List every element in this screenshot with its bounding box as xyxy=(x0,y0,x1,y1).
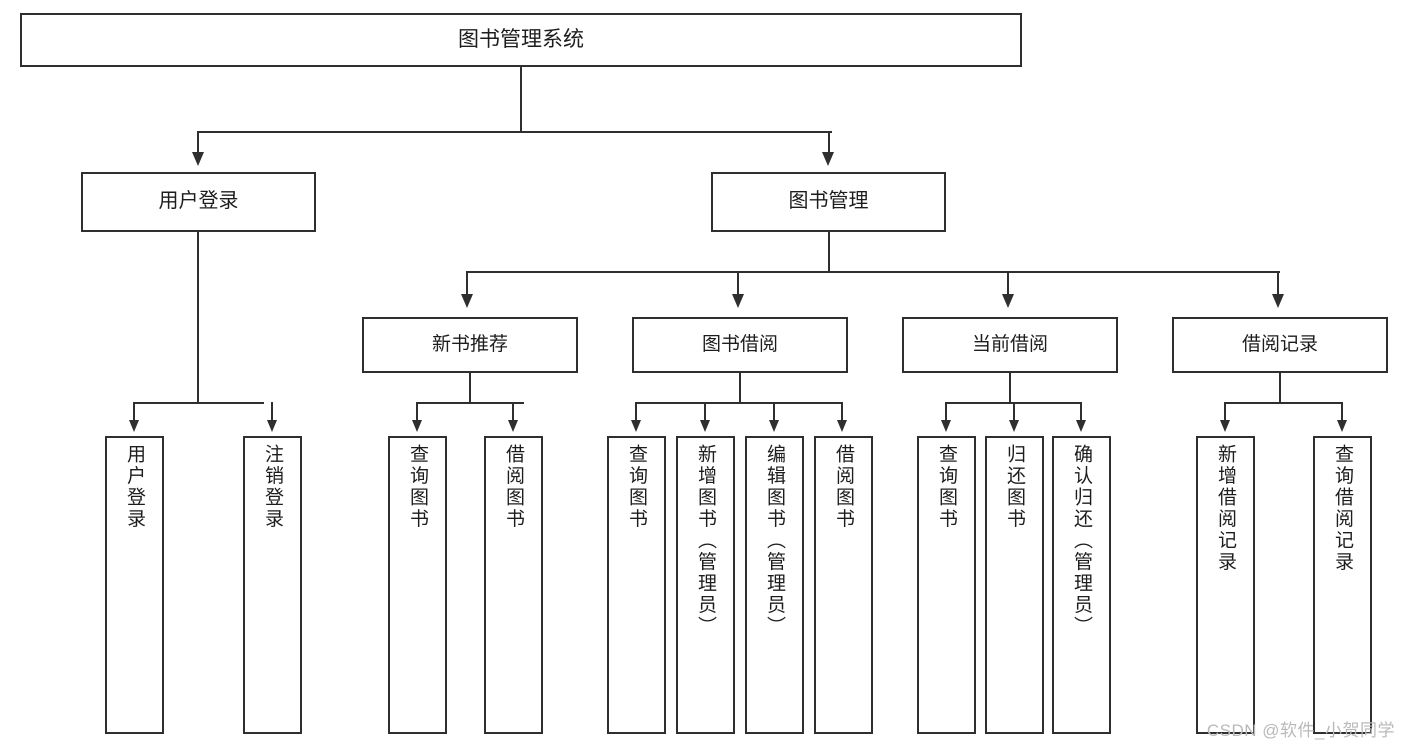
arrow-leaf-bb-3 xyxy=(768,420,779,432)
edge-drop-leaf-newbook-2 xyxy=(512,402,515,424)
leaf-label: 新增借阅记录 xyxy=(1215,444,1236,573)
edge-borrow-record-stem xyxy=(1279,373,1282,404)
node-label: 用户登录 xyxy=(158,190,239,213)
leaf-borrowrecord-query-record[interactable]: 查询借阅记录 xyxy=(1313,436,1372,734)
edge-drop-leaf-bb-4 xyxy=(841,402,844,424)
node-book-borrow[interactable]: 图书借阅 xyxy=(632,317,848,373)
edge-drop-leaf-cb-1 xyxy=(945,402,948,424)
edge-user-login-bus xyxy=(133,402,264,405)
arrow-leaf-user-login-2 xyxy=(266,420,277,432)
leaf-label: 新增图书（管理员） xyxy=(695,444,716,638)
edge-drop-leaf-user-login-2 xyxy=(271,402,274,424)
edge-drop-leaf-bb-2 xyxy=(704,402,707,424)
node-label: 新书推荐 xyxy=(431,333,508,355)
edge-drop-leaf-br-1 xyxy=(1224,402,1227,424)
arrow-current-borrow xyxy=(1001,294,1014,308)
leaf-currentborrow-query-book[interactable]: 查询图书 xyxy=(917,436,976,734)
edge-level2-bus xyxy=(466,271,1280,274)
edge-drop-current-borrow xyxy=(1007,271,1010,297)
leaf-user-login-login[interactable]: 用户登录 xyxy=(105,436,164,734)
leaf-bookborrow-add-book[interactable]: 新增图书（管理员） xyxy=(676,436,735,734)
edge-new-book-bus xyxy=(416,402,524,405)
edge-drop-new-book xyxy=(466,271,469,297)
edge-current-borrow-stem xyxy=(1009,373,1012,404)
node-root-system[interactable]: 图书管理系统 xyxy=(20,13,1022,67)
edge-new-book-stem xyxy=(469,373,472,404)
arrow-leaf-bb-1 xyxy=(630,420,641,432)
leaf-label: 查询图书 xyxy=(936,444,957,530)
leaf-newbook-query-book[interactable]: 查询图书 xyxy=(388,436,447,734)
leaf-bookborrow-borrow-book[interactable]: 借阅图书 xyxy=(814,436,873,734)
leaf-label: 用户登录 xyxy=(124,444,145,530)
leaf-label: 借阅图书 xyxy=(833,444,854,530)
arrow-leaf-user-login-1 xyxy=(128,420,139,432)
leaf-label: 查询图书 xyxy=(407,444,428,530)
edge-user-login-stem xyxy=(197,232,200,404)
edge-drop-book-manage xyxy=(827,131,830,156)
leaf-bookborrow-edit-book[interactable]: 编辑图书（管理员） xyxy=(745,436,804,734)
leaf-bookborrow-query-book[interactable]: 查询图书 xyxy=(607,436,666,734)
leaf-label: 注销登录 xyxy=(262,444,283,530)
node-new-book-recommend[interactable]: 新书推荐 xyxy=(362,317,578,373)
edge-book-borrow-bus xyxy=(635,402,843,405)
node-label: 图书借阅 xyxy=(701,333,778,355)
node-label: 图书管理 xyxy=(788,190,869,213)
edge-book-borrow-stem xyxy=(739,373,742,404)
arrow-book-manage xyxy=(822,152,834,166)
node-label: 借阅记录 xyxy=(1241,333,1318,355)
edge-root-stem xyxy=(520,67,523,133)
edge-borrow-record-bus xyxy=(1224,402,1343,405)
leaf-borrowrecord-add-record[interactable]: 新增借阅记录 xyxy=(1196,436,1255,734)
arrow-new-book xyxy=(460,294,473,308)
leaf-currentborrow-return-book[interactable]: 归还图书 xyxy=(985,436,1044,734)
node-book-manage[interactable]: 图书管理 xyxy=(711,172,946,232)
arrow-leaf-bb-4 xyxy=(836,420,847,432)
leaf-label: 编辑图书（管理员） xyxy=(764,444,785,638)
node-label: 当前借阅 xyxy=(971,333,1048,355)
edge-drop-borrow-record xyxy=(1277,271,1280,297)
leaf-currentborrow-confirm-return[interactable]: 确认归还（管理员） xyxy=(1052,436,1111,734)
leaf-label: 查询借阅记录 xyxy=(1332,444,1353,573)
leaf-label: 归还图书 xyxy=(1004,444,1025,530)
node-label: 图书管理系统 xyxy=(458,27,584,51)
node-borrow-record[interactable]: 借阅记录 xyxy=(1172,317,1388,373)
edge-drop-book-borrow xyxy=(737,271,740,297)
arrow-leaf-br-1 xyxy=(1219,420,1230,432)
arrow-leaf-bb-2 xyxy=(699,420,710,432)
leaf-newbook-borrow-book[interactable]: 借阅图书 xyxy=(484,436,543,734)
arrow-leaf-cb-2 xyxy=(1008,420,1019,432)
leaf-label: 借阅图书 xyxy=(503,444,524,530)
edge-book-manage-stem xyxy=(827,232,830,273)
arrow-leaf-br-2 xyxy=(1336,420,1347,432)
leaf-user-login-logout[interactable]: 注销登录 xyxy=(243,436,302,734)
edge-drop-leaf-bb-3 xyxy=(773,402,776,424)
edge-drop-leaf-cb-3 xyxy=(1080,402,1083,424)
arrow-borrow-record xyxy=(1271,294,1284,308)
node-user-login[interactable]: 用户登录 xyxy=(81,172,316,232)
edge-drop-leaf-cb-2 xyxy=(1013,402,1016,424)
arrow-leaf-cb-3 xyxy=(1075,420,1086,432)
edge-drop-leaf-bb-1 xyxy=(635,402,638,424)
edge-drop-user-login xyxy=(197,131,200,156)
arrow-user-login xyxy=(191,152,204,166)
arrow-leaf-newbook-1 xyxy=(411,420,422,432)
arrow-leaf-newbook-2 xyxy=(507,420,518,432)
leaf-label: 查询图书 xyxy=(626,444,647,530)
edge-drop-leaf-br-2 xyxy=(1341,402,1344,424)
arrow-book-borrow xyxy=(731,294,744,308)
edge-drop-leaf-newbook-1 xyxy=(416,402,419,424)
edge-level1-bus xyxy=(198,131,832,134)
arrow-leaf-cb-1 xyxy=(940,420,951,432)
leaf-label: 确认归还（管理员） xyxy=(1071,444,1092,638)
edge-drop-leaf-user-login-1 xyxy=(133,402,136,424)
node-current-borrow[interactable]: 当前借阅 xyxy=(902,317,1118,373)
